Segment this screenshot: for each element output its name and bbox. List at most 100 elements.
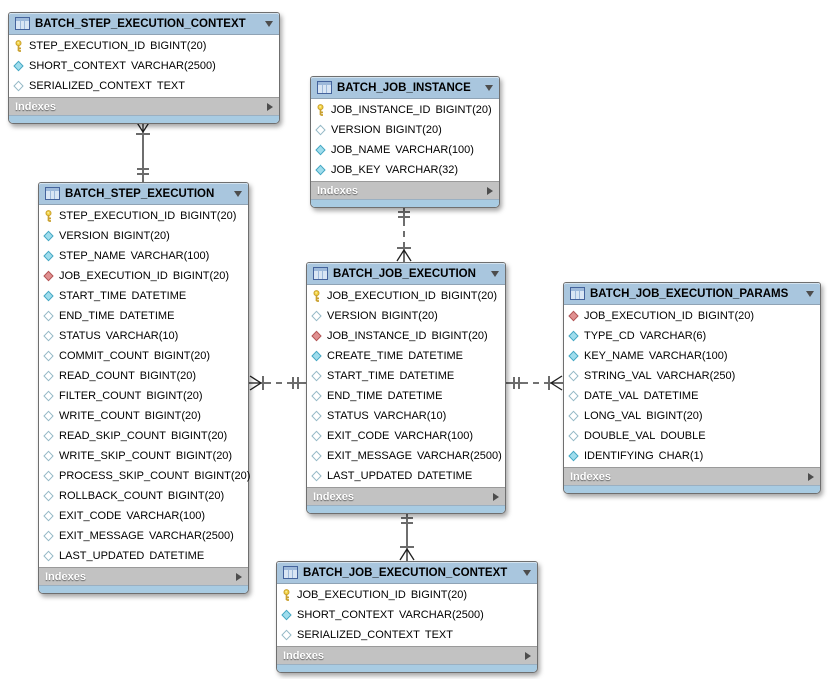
- column-type: DATETIME: [149, 550, 205, 562]
- table-bottom-strip: [307, 505, 505, 513]
- table-header[interactable]: BATCH_STEP_EXECUTION_CONTEXT: [9, 13, 279, 35]
- column-row[interactable]: LAST_UPDATED DATETIME: [39, 546, 248, 566]
- nullable-icon: [43, 510, 54, 522]
- column-name: START_TIME: [327, 370, 395, 382]
- column-name: SERIALIZED_CONTEXT: [297, 629, 420, 641]
- column-type: BIGINT(20): [146, 390, 203, 402]
- expand-arrow-icon[interactable]: [808, 472, 814, 481]
- nullable-icon: [43, 390, 54, 402]
- foreign-key-icon: [311, 330, 322, 342]
- collapse-caret-icon[interactable]: [265, 20, 273, 27]
- expand-arrow-icon[interactable]: [236, 572, 242, 581]
- table-header[interactable]: BATCH_STEP_EXECUTION: [39, 183, 248, 205]
- collapse-caret-icon[interactable]: [485, 84, 493, 91]
- column-name: ROLLBACK_COUNT: [59, 490, 163, 502]
- table-header[interactable]: BATCH_JOB_EXECUTION_CONTEXT: [277, 562, 537, 584]
- table-header[interactable]: BATCH_JOB_EXECUTION_PARAMS: [564, 283, 820, 305]
- indexes-bar[interactable]: Indexes: [307, 487, 505, 505]
- column-type: BIGINT(20): [139, 370, 197, 382]
- indexes-bar[interactable]: Indexes: [311, 181, 499, 199]
- expand-arrow-icon[interactable]: [525, 651, 531, 660]
- expand-arrow-icon[interactable]: [487, 186, 493, 195]
- table-header[interactable]: BATCH_JOB_INSTANCE: [311, 77, 499, 99]
- indexes-label: Indexes: [283, 649, 324, 662]
- indexes-bar[interactable]: Indexes: [39, 567, 248, 585]
- collapse-caret-icon[interactable]: [491, 270, 499, 277]
- not-null-icon: [281, 609, 292, 621]
- nullable-icon: [568, 390, 579, 402]
- collapse-caret-icon[interactable]: [806, 290, 814, 297]
- expand-arrow-icon[interactable]: [267, 102, 273, 111]
- collapse-caret-icon[interactable]: [523, 569, 531, 576]
- not-null-icon: [315, 164, 326, 176]
- table-bottom-strip: [311, 199, 499, 207]
- indexes-bar[interactable]: Indexes: [564, 467, 820, 485]
- expand-arrow-icon[interactable]: [493, 492, 499, 501]
- indexes-bar[interactable]: Indexes: [277, 646, 537, 664]
- column-name: JOB_EXECUTION_ID: [59, 270, 168, 282]
- column-type: DATETIME: [408, 350, 463, 362]
- column-type: BIGINT(20): [172, 270, 230, 282]
- nullable-icon: [568, 430, 579, 442]
- column-type: VARCHAR(2500): [416, 450, 502, 462]
- indexes-bar[interactable]: Indexes: [9, 97, 279, 115]
- indexes-label: Indexes: [45, 570, 86, 583]
- collapse-caret-icon[interactable]: [234, 190, 242, 197]
- column-name: LAST_UPDATED: [59, 550, 145, 562]
- column-row[interactable]: JOB_EXECUTION_ID BIGINT(20): [39, 266, 248, 286]
- table-header[interactable]: BATCH_JOB_EXECUTION: [307, 263, 505, 285]
